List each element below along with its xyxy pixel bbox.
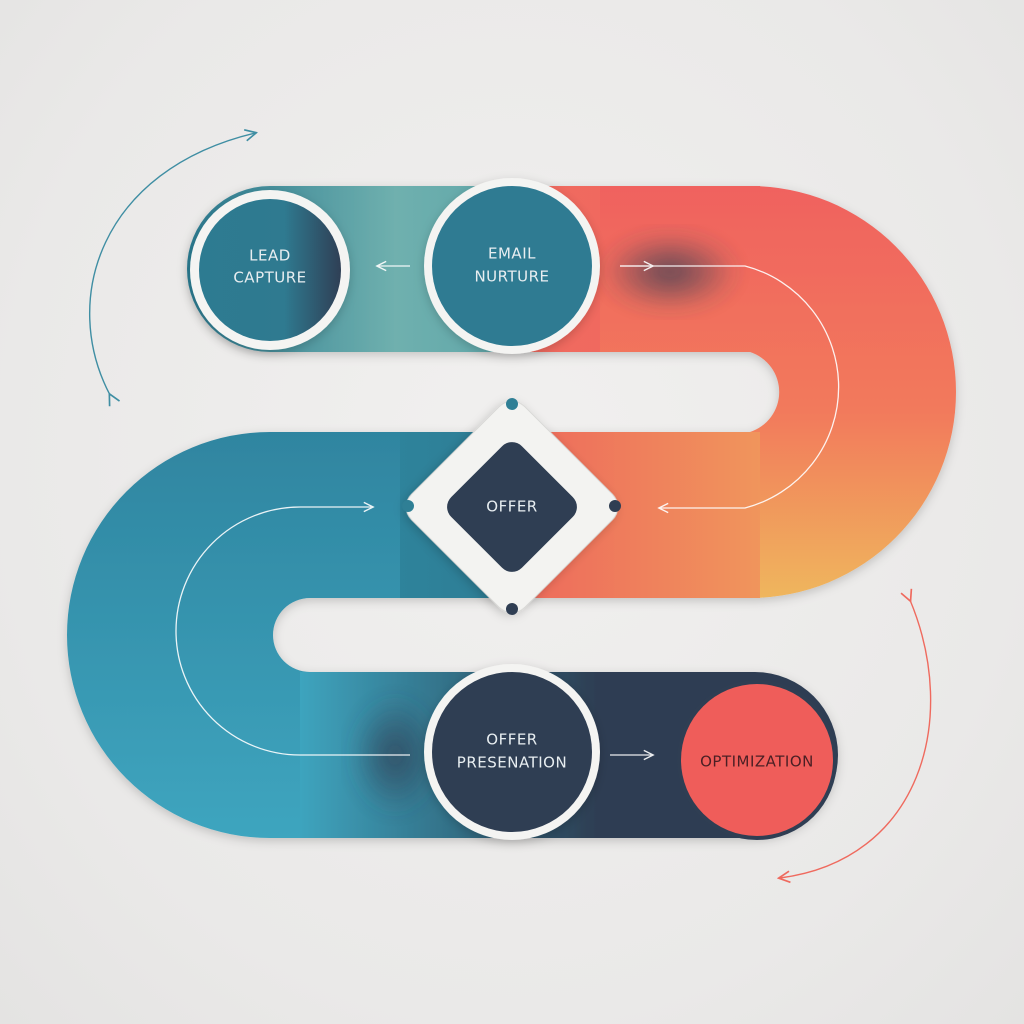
offer-dot-right (609, 500, 621, 512)
lead-capture-line1: LEAD (249, 247, 291, 265)
cycle-arrow-teal (89, 133, 255, 395)
offer-presentation-line2: PRESENATION (457, 754, 567, 772)
offer-dot-left (402, 500, 414, 512)
flow-line-left (175, 507, 410, 756)
offer-presentation-line1: OFFER (486, 731, 537, 749)
node-lead-capture[interactable]: LEAD CAPTURE (190, 190, 350, 350)
outer-cycle-arrows (89, 133, 932, 878)
node-email-nurture[interactable]: EMAIL NURTURE (424, 178, 600, 354)
node-offer-presentation[interactable]: OFFER PRESENATION (424, 664, 600, 840)
cycle-arrow-coral (780, 600, 932, 878)
smudge-top (600, 232, 740, 312)
flow-lines (175, 265, 840, 756)
optimization-label: OPTIMIZATION (700, 753, 814, 771)
flow-line-right (620, 265, 840, 508)
email-nurture-line1: EMAIL (488, 245, 536, 263)
offer-dot-top (506, 398, 518, 410)
node-optimization[interactable]: OPTIMIZATION (677, 680, 837, 840)
node-offer[interactable]: OFFER (399, 394, 625, 620)
email-nurture-line2: NURTURE (474, 268, 549, 286)
offer-dot-bottom (506, 603, 518, 615)
offer-label: OFFER (486, 498, 537, 516)
lead-capture-line2: CAPTURE (233, 269, 306, 287)
